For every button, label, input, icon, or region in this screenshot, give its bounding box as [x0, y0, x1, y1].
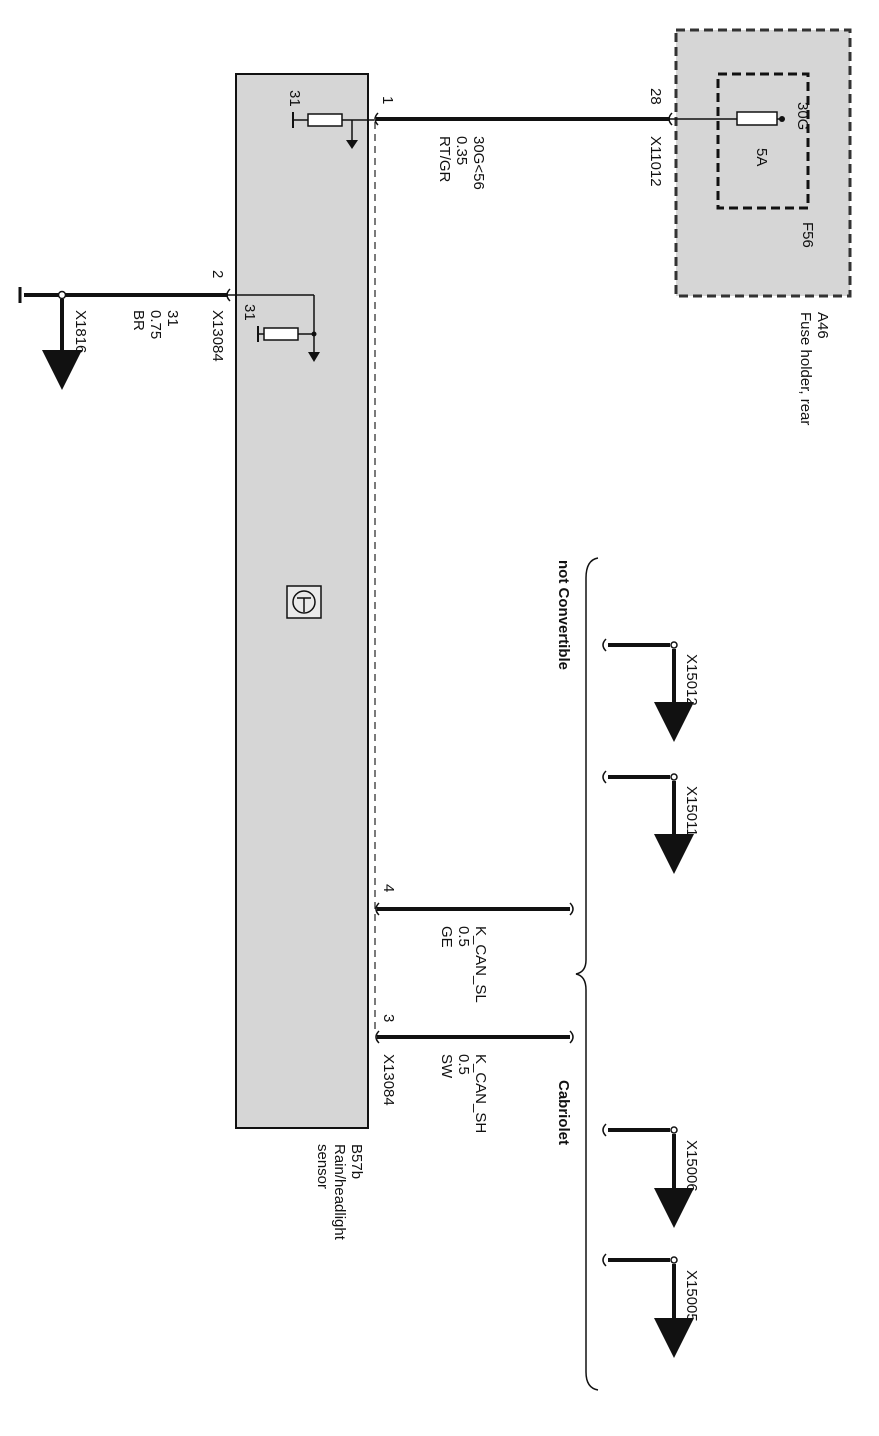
- can-low-pin: 4: [380, 884, 397, 892]
- can-high-gauge: 0.5: [455, 1054, 472, 1075]
- variant-brace: [575, 557, 599, 1391]
- connector-label-x15005: X15005: [683, 1270, 700, 1322]
- fuse-f56-icon: [736, 111, 778, 126]
- sensor-name-line1: Rain/headlight: [331, 1144, 348, 1241]
- variant-not-convertible: not Convertible: [555, 560, 572, 670]
- can-low-color: GE: [438, 926, 455, 948]
- connector-label-x15006: X15006: [683, 1140, 700, 1192]
- can-low-signal: K_CAN_SL: [472, 926, 489, 1003]
- wire-can-low: [375, 902, 574, 916]
- variant-cabriolet: Cabriolet: [555, 1080, 572, 1145]
- sensor-icon: [286, 585, 322, 619]
- connector-x15005: [602, 1253, 694, 1358]
- fuse-connector-pin: 28: [647, 88, 664, 105]
- ground-pin: 2: [209, 270, 226, 278]
- ground-connector: X13084: [209, 310, 226, 362]
- can-high-signal: K_CAN_SH: [472, 1054, 489, 1133]
- fuse-rating: 5A: [753, 148, 770, 166]
- sensor-ground-terminal-1: 31: [286, 90, 303, 107]
- fuse-connector-id: X11012: [647, 136, 664, 187]
- sensor-name-line2: sensor: [314, 1144, 331, 1189]
- resistor-icon-pin2: [228, 294, 320, 362]
- ground-color: BR: [130, 310, 147, 331]
- sensor-designation: B57b: [348, 1144, 365, 1179]
- can-high-color: SW: [438, 1054, 455, 1079]
- connector-x15012: [602, 638, 694, 742]
- ground-signal: 31: [164, 310, 181, 327]
- wire-can-high: [375, 1030, 574, 1044]
- fuse-id: F56: [799, 222, 816, 248]
- power-color: RT/GR: [436, 136, 453, 183]
- can-high-pin: 3: [380, 1014, 397, 1022]
- sensor-ground-terminal-2: 31: [241, 304, 258, 321]
- resistor-icon-pin1: [292, 112, 374, 149]
- power-gauge: 0.35: [453, 136, 470, 165]
- ground-dest: X1816: [72, 310, 89, 353]
- can-low-gauge: 0.5: [455, 926, 472, 947]
- connector-label-x15011: X15011: [683, 786, 700, 837]
- fuse-holder-designation: A46: [814, 312, 831, 339]
- fuse-f56-box: [716, 72, 810, 210]
- connector-x15006: [602, 1123, 694, 1228]
- can-high-connector: X13084: [380, 1054, 397, 1106]
- connector-label-x15012: X15012: [683, 654, 700, 706]
- wire-ground: [18, 287, 231, 390]
- power-signal: 30G<56: [470, 136, 487, 190]
- power-pin: 1: [379, 96, 396, 104]
- connector-x15011: [602, 770, 694, 874]
- sensor-b57b-box: [228, 73, 376, 1129]
- wire-power: [374, 112, 673, 126]
- fuse-terminal: 30G: [794, 102, 811, 130]
- fuse-holder-a46: [670, 28, 852, 298]
- fuse-holder-name: Fuse holder, rear: [797, 312, 814, 425]
- ground-gauge: 0.75: [147, 310, 164, 339]
